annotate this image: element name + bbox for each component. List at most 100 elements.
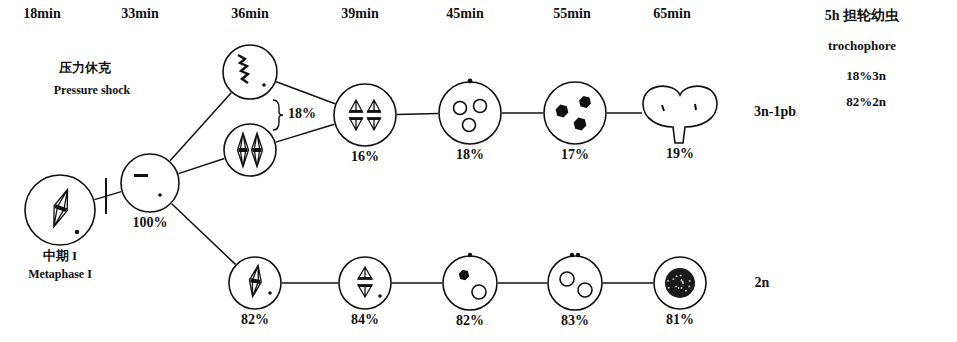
- stage-connector: [178, 158, 224, 173]
- stage-connector: [607, 112, 642, 114]
- stage-label: 84%: [351, 312, 379, 328]
- half-spindle: [358, 285, 372, 297]
- half-spindle: [368, 100, 381, 112]
- chromosome-scribble: [238, 55, 248, 83]
- cell-drawing: [339, 257, 391, 309]
- annotation-label: 65min: [652, 6, 691, 22]
- egg-circle: [338, 256, 392, 310]
- egg-circle: [438, 81, 502, 145]
- egg-circle: [547, 255, 603, 311]
- speckle: [680, 279, 682, 281]
- cell-drawing: [334, 84, 396, 146]
- cell-drawing: [654, 257, 706, 309]
- chromosome-set: [358, 285, 372, 288]
- egg-circle: [228, 256, 282, 310]
- egg-membrane: [654, 257, 706, 309]
- egg-membrane: [334, 84, 396, 146]
- spindle: [252, 133, 263, 167]
- egg-circle: [442, 255, 498, 311]
- annotation-label: 18min: [22, 6, 61, 22]
- chromosome-mass: [574, 118, 587, 131]
- polar-body: [570, 253, 574, 257]
- cell-drawing: [25, 175, 95, 245]
- cell-drawing: [229, 257, 281, 309]
- speckle: [688, 285, 690, 287]
- cell-stage: 16%: [333, 83, 397, 165]
- stage-label: 81%: [666, 312, 694, 328]
- stage-connector: [276, 124, 335, 142]
- annotation-label: 36min: [230, 6, 269, 22]
- chromosome-set: [358, 277, 372, 280]
- egg-membrane: [544, 82, 606, 144]
- pronucleus: [454, 102, 467, 115]
- pronucleus: [472, 285, 486, 299]
- polar-body: [268, 291, 272, 295]
- chromosome-set: [350, 110, 363, 113]
- annotation-label: 2n: [754, 275, 771, 291]
- chromosome-mass: [579, 96, 591, 108]
- cleaving-mass: [665, 268, 695, 298]
- polar-body: [262, 83, 266, 87]
- polar-body: [75, 230, 79, 234]
- larva-outline: [642, 82, 718, 144]
- cell-drawing: [544, 82, 606, 144]
- stage-label: Metaphase I: [28, 266, 92, 282]
- cell-drawing: [223, 45, 277, 99]
- annotation-label: 39min: [340, 6, 379, 22]
- spindle: [238, 133, 249, 167]
- metaphase-plate: [250, 278, 261, 284]
- chromosome-mass: [556, 105, 569, 118]
- pronucleus: [578, 283, 592, 297]
- speckle: [675, 286, 677, 288]
- cell-stage: 81%: [653, 256, 707, 328]
- egg-membrane: [229, 257, 281, 309]
- metaphase-plate: [54, 204, 67, 212]
- speckle: [672, 278, 674, 280]
- stage-label: 中期 I: [43, 248, 77, 264]
- stage-connector: [397, 113, 438, 115]
- half-spindle: [350, 100, 363, 112]
- annotation-label: 5h 担轮幼虫: [824, 8, 900, 24]
- egg-membrane: [439, 82, 501, 144]
- cell-stage: 84%: [338, 256, 392, 328]
- polar-body: [468, 253, 472, 257]
- stage-label: 82%: [456, 313, 484, 329]
- stage-connector: [603, 282, 653, 284]
- polar-body: [576, 253, 580, 257]
- egg-membrane: [548, 256, 602, 310]
- annotation-label: 18%: [287, 106, 317, 122]
- stage-connector: [502, 112, 543, 114]
- cell-stage: 19%: [642, 82, 718, 162]
- stage-connector: [392, 282, 442, 284]
- egg-membrane: [339, 257, 391, 309]
- speckle: [678, 287, 680, 289]
- larva-organ: [695, 104, 696, 110]
- egg-membrane: [224, 124, 276, 176]
- egg-circle: [223, 123, 277, 177]
- annotation-label: 45min: [445, 6, 484, 22]
- stage-connector: [170, 93, 231, 161]
- spindle: [247, 264, 264, 298]
- polar-body: [378, 294, 382, 298]
- spindle: [47, 187, 74, 229]
- egg-circle: [222, 44, 278, 100]
- annotation-label: 82%2n: [845, 94, 887, 110]
- pressure-shock-bar: [105, 178, 107, 214]
- speckle: [667, 280, 669, 282]
- stage-connector: [172, 204, 236, 265]
- egg-circle: [333, 83, 397, 147]
- cell-drawing: [439, 79, 501, 144]
- chromosome-bar: [134, 174, 148, 177]
- egg-membrane: [25, 175, 95, 245]
- cell-stage: 83%: [547, 255, 603, 329]
- polar-body: [158, 193, 162, 197]
- egg-membrane: [121, 154, 179, 212]
- cell-stage: 82%: [228, 256, 282, 328]
- stage-connector: [282, 282, 338, 284]
- stage-label: 16%: [351, 149, 379, 165]
- cell-drawing: [643, 86, 717, 143]
- metaphase-plate: [253, 148, 262, 152]
- pronucleus: [463, 119, 476, 132]
- speckle: [685, 290, 687, 292]
- annotation-label: 3n-1pb: [753, 104, 797, 120]
